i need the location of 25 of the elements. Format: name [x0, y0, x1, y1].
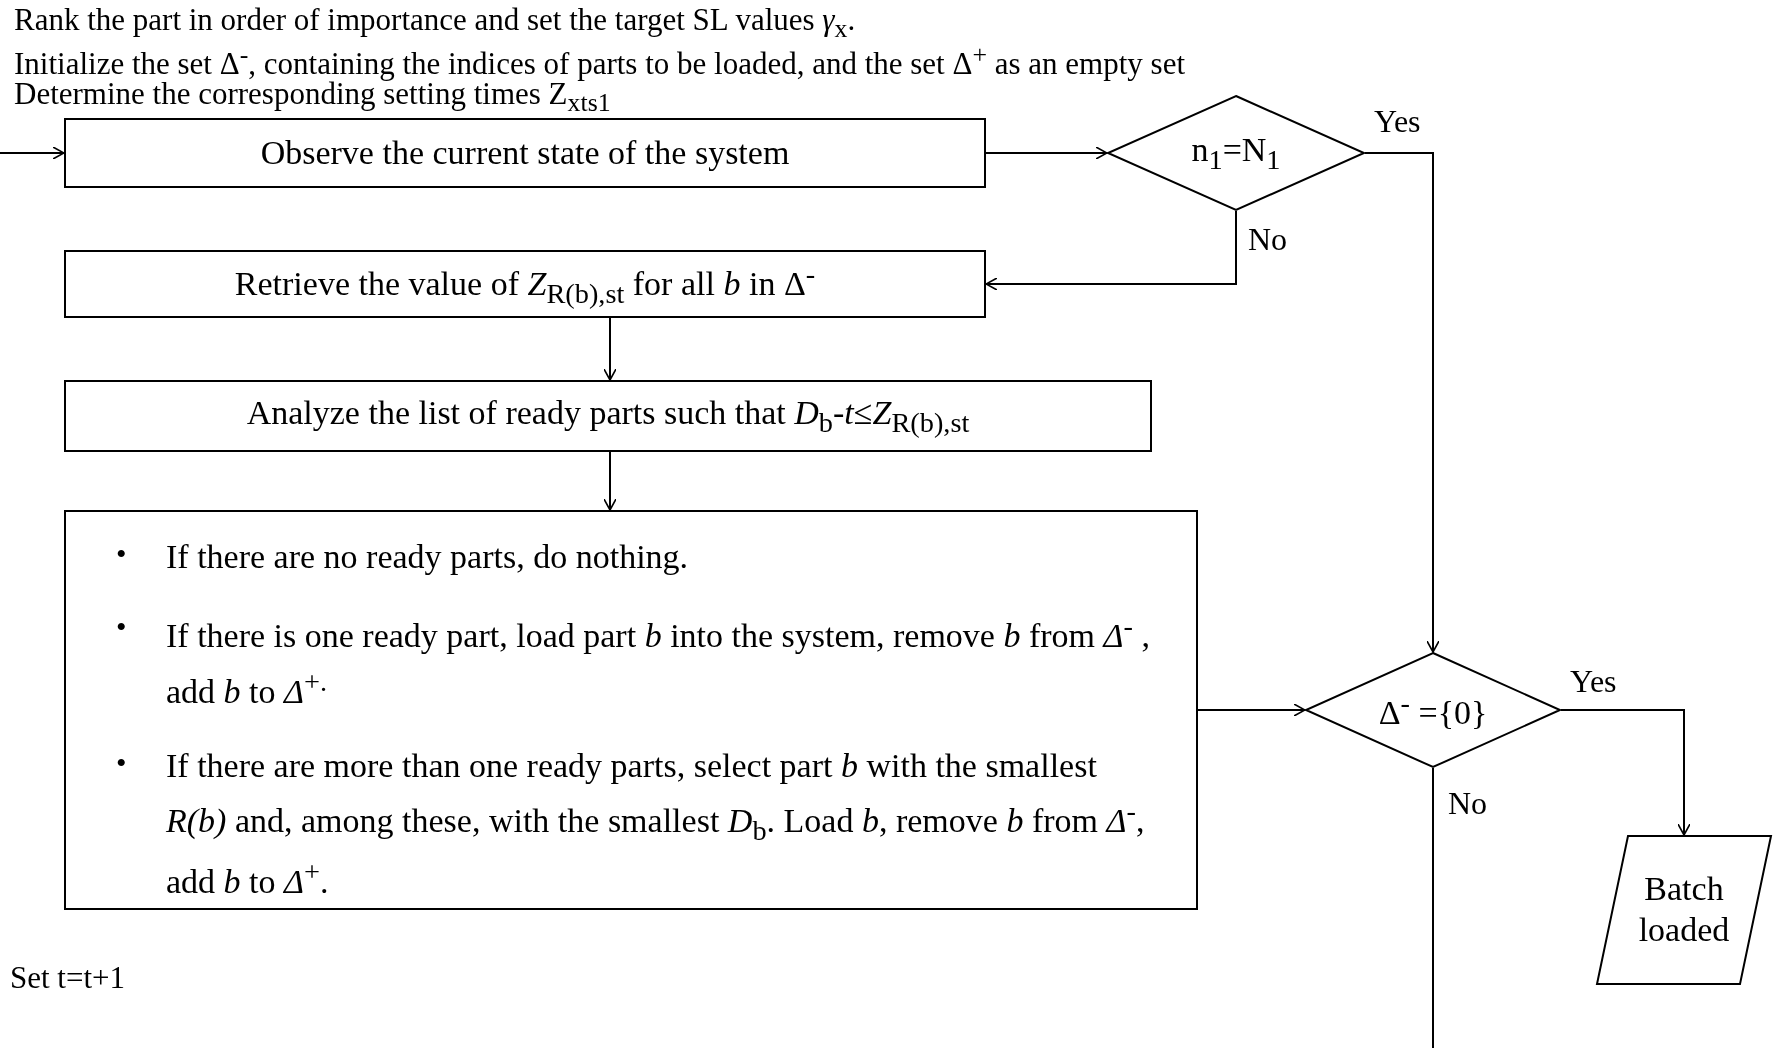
arrow	[603, 317, 617, 381]
step-text: Retrieve the value of Z$_{R(b),st}$ for all b in Δ$^{-}$	[234, 256, 816, 312]
process-box	[64, 380, 1152, 452]
arrow	[603, 451, 617, 511]
arrow	[985, 210, 1237, 291]
arrow	[1364, 152, 1440, 653]
bullet-mark: •	[115, 536, 128, 572]
condition-text: Δ$^{-}$ ={0}	[1378, 685, 1488, 734]
arrow	[1197, 703, 1306, 717]
bullet-mark: •	[115, 609, 128, 646]
step-text: Observe the current state of the system	[260, 132, 790, 173]
arrow	[1560, 709, 1691, 836]
arrow	[0, 146, 65, 160]
step-text: Batch loaded	[1637, 869, 1731, 950]
bullet-item: If there are more than one ready parts, select part b with the smallest R(b) and, among these, with the smallest D$_{b}$. Load b, remove b from Δ$^{-}$, add b to Δ$^{+}$.	[166, 745, 1146, 903]
arrow	[985, 146, 1108, 160]
bullet-item: If there are no ready parts, do nothing.	[166, 537, 689, 577]
note-text: Set t=t+1	[10, 960, 126, 996]
process-box	[64, 118, 986, 188]
bullet-item: If there is one ready part, load part b into the system, remove b from Δ$^{-}$ , add b to Δ$^{+.}$	[166, 609, 1151, 713]
bullet-mark: •	[115, 744, 128, 781]
condition-text: n$_{1}$=N$_{1}$	[1191, 129, 1281, 177]
rule-list-box	[64, 510, 1198, 910]
process-box	[64, 250, 986, 318]
step-text: Analyze the list of ready parts such that D$_{b}$-t≤Z$_{R(b),st}$	[246, 392, 970, 440]
